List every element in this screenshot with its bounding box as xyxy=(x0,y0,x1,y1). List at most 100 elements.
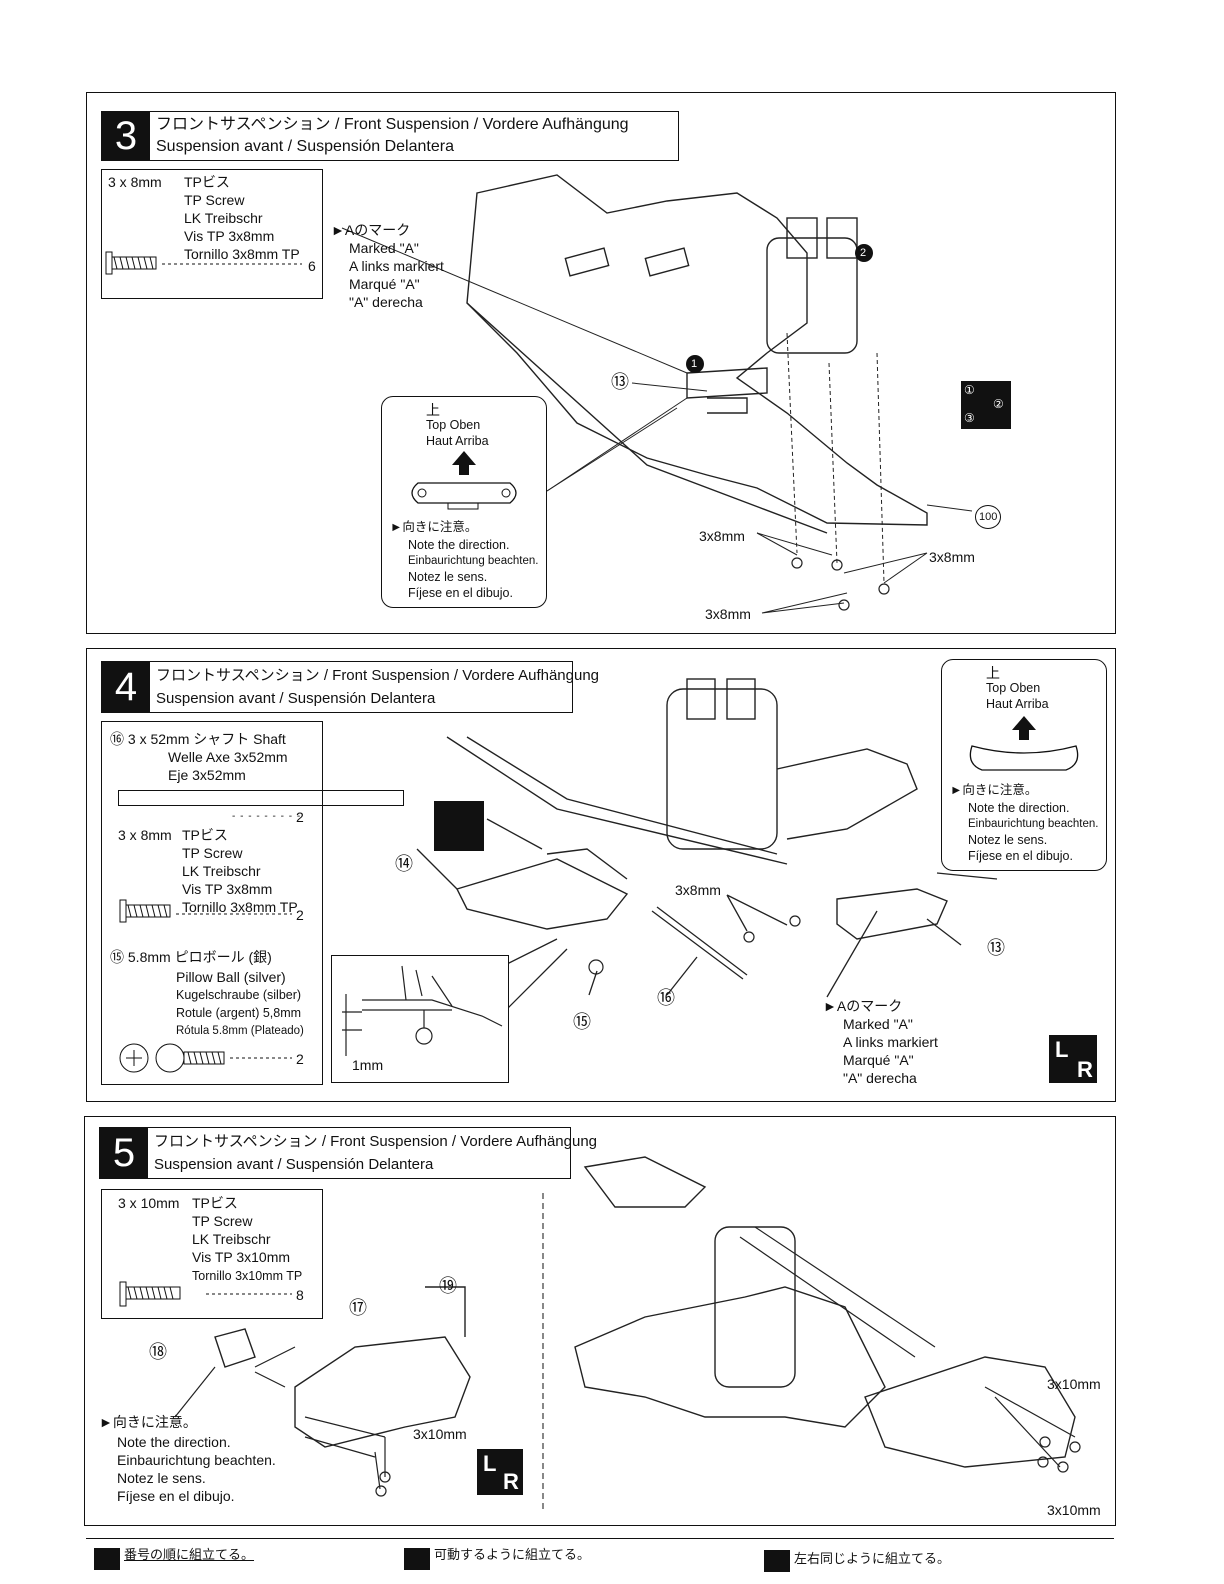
dir5-de: Einbaurichtung beachten. xyxy=(117,1452,276,1468)
step3-title-line1: フロントサスペンション / Front Suspension / Vordere… xyxy=(156,116,629,133)
screw-label-c: 3x8mm xyxy=(705,606,751,622)
seq-1: ① xyxy=(964,383,975,397)
top-row2: Haut Arriba xyxy=(426,434,489,448)
left-right-icon: L R xyxy=(477,1449,523,1495)
lr-l: L xyxy=(1055,1037,1069,1062)
dir-fr: Notez le sens. xyxy=(408,570,488,584)
top4-jp: 上 xyxy=(986,665,1000,681)
screw-label-a: 3x8mm xyxy=(699,528,745,544)
dir-jp: ►向きに注意。 xyxy=(390,520,478,534)
left-right-icon: L R xyxy=(1049,1035,1097,1083)
marked-line5: "A" derecha xyxy=(349,294,423,310)
step5-header: 5 フロントサスペンション / Front Suspension / Vorde… xyxy=(99,1127,597,1179)
part-17-label: ⑰ xyxy=(349,1298,367,1318)
marked4-line4: Marqué "A" xyxy=(843,1052,914,1068)
parts-jp: TPビス xyxy=(184,174,230,190)
step3-header: 3 フロントサスペンション / Front Suspension / Vorde… xyxy=(101,111,679,161)
screw-icon xyxy=(105,251,302,275)
parts-size: 3 x 8mm xyxy=(108,174,162,190)
sequence-order-icon xyxy=(94,1548,120,1570)
dir5-en: Note the direction. xyxy=(117,1434,231,1450)
gap-detail-drawing xyxy=(342,965,503,1056)
part-number-1: 1 xyxy=(691,358,698,370)
step3-title-line2: Suspension avant / Suspensión Delantera xyxy=(156,138,454,155)
screw5-es: Tornillo 3x10mm TP xyxy=(192,1269,303,1283)
parts-es: Tornillo 3x8mm TP xyxy=(184,246,300,262)
screw5-fr: Vis TP 3x10mm xyxy=(192,1249,291,1265)
screw4-size: 3 x 8mm xyxy=(118,827,172,843)
ball-qty: 2 xyxy=(296,1051,304,1067)
ball-es: Rótula 5.8mm (Plateado) xyxy=(176,1025,304,1037)
dir4-es: Fíjese en el dibujo. xyxy=(968,849,1073,863)
pillow-ball-icon xyxy=(119,1043,292,1073)
dir4-de: Einbaurichtung beachten. xyxy=(968,818,1099,830)
lr-r: R xyxy=(1077,1057,1093,1082)
ball-fr: Rotule (argent) 5,8mm xyxy=(176,1006,302,1020)
part-18-label: ⑱ xyxy=(149,1342,167,1362)
ball-line1: ⑮ 5.8mm ピロボール (銀) xyxy=(110,949,272,965)
seq-2: ② xyxy=(993,397,1004,411)
footer-item1: 番号の順に組立てる。 xyxy=(124,1547,255,1562)
chassis-drawing xyxy=(341,174,973,614)
footer-item2: 可動するように組立てる。 xyxy=(434,1547,591,1562)
up-arrow-icon xyxy=(411,451,517,510)
screw-label-b: 3x8mm xyxy=(929,549,975,565)
shaft-dots: - - - - - - - - - xyxy=(232,811,302,822)
marked4-line5: "A" derecha xyxy=(843,1070,917,1086)
step4-header: 4 フロントサスペンション / Front Suspension / Vorde… xyxy=(101,661,599,713)
screw5-label-right-top: 3x10mm xyxy=(1047,1376,1101,1392)
knuckle-drawing xyxy=(174,1156,1081,1509)
screw4-label: 3x8mm xyxy=(675,882,721,898)
left-right-same-icon xyxy=(764,1550,790,1572)
gap-detail-box: 1mm xyxy=(331,955,509,1083)
dir4-fr: Notez le sens. xyxy=(968,833,1048,847)
parts-qty: 6 xyxy=(308,258,316,274)
marked-line3: A links markiert xyxy=(349,258,444,274)
step4-panel: 4 フロントサスペンション / Front Suspension / Vorde… xyxy=(86,648,1116,1102)
dir4-jp: ►向きに注意。 xyxy=(950,783,1038,797)
screw5-qty: 8 xyxy=(296,1287,304,1303)
sequence-icon: ① ② ③ xyxy=(961,381,1011,429)
top-jp: 上 xyxy=(426,402,440,418)
dir5-es: Fíjese en el dibujo. xyxy=(117,1488,235,1504)
screw5-label-right-bottom: 3x10mm xyxy=(1047,1502,1101,1518)
screw4-qty: 2 xyxy=(296,907,304,923)
top4-row1: Top Oben xyxy=(986,681,1041,695)
dir5-fr: Notez le sens. xyxy=(117,1470,206,1486)
screw5-jp: TPビス xyxy=(192,1195,238,1211)
step4-number: 4 xyxy=(102,662,150,712)
lr-l: L xyxy=(483,1451,497,1476)
shaft-line2: Welle Axe 3x52mm xyxy=(168,749,288,765)
dir4-en: Note the direction. xyxy=(968,801,1070,815)
part-number-2: 2 xyxy=(860,247,867,259)
step3-parts-box: 3 x 8mm TPビス TP Screw LK Treibschr Vis T… xyxy=(101,169,323,299)
step4-parts-box: ⑯ 3 x 52mm シャフト Shaft Welle Axe 3x52mm E… xyxy=(101,721,404,1085)
seq-3: ③ xyxy=(964,411,975,425)
part-100-label: 100 xyxy=(975,505,1002,529)
lr-r: R xyxy=(503,1469,519,1494)
screw5-size: 3 x 10mm xyxy=(118,1195,180,1211)
ball-en: Pillow Ball (silver) xyxy=(176,969,286,985)
footer-rule xyxy=(86,1538,1114,1539)
part-14-label: ⑭ xyxy=(395,854,413,874)
screw4-jp: TPビス xyxy=(182,827,228,843)
dir5-jp: ►向きに注意。 xyxy=(99,1414,197,1430)
step4-title-line1: フロントサスペンション / Front Suspension / Vordere… xyxy=(156,667,600,684)
part-15-label: ⑮ xyxy=(573,1012,591,1032)
screw4-es: Tornillo 3x8mm TP xyxy=(182,899,298,915)
shaft-line3: Eje 3x52mm xyxy=(168,767,246,783)
step5-parts-box: 3 x 10mm TPビス TP Screw LK Treibschr Vis … xyxy=(101,1189,323,1319)
parts-de: LK Treibschr xyxy=(184,210,263,226)
screw5-de: LK Treibschr xyxy=(192,1231,271,1247)
gap-label: 1mm xyxy=(352,1057,384,1073)
step4-title-line2: Suspension avant / Suspensión Delantera xyxy=(156,690,436,707)
part-13-label: ⑬ xyxy=(611,372,629,392)
marked4-line3: A links markiert xyxy=(843,1034,938,1050)
dir-en: Note the direction. xyxy=(408,538,510,552)
step5-title-line1: フロントサスペンション / Front Suspension / Vordere… xyxy=(154,1133,598,1150)
part-19-label: ⑲ xyxy=(439,1276,457,1296)
ball-de: Kugelschraube (silber) xyxy=(176,988,302,1002)
top4-row2: Haut Arriba xyxy=(986,697,1049,711)
top-row1: Top Oben xyxy=(426,418,481,432)
step3-panel: 3 フロントサスペンション / Front Suspension / Vorde… xyxy=(86,92,1116,634)
